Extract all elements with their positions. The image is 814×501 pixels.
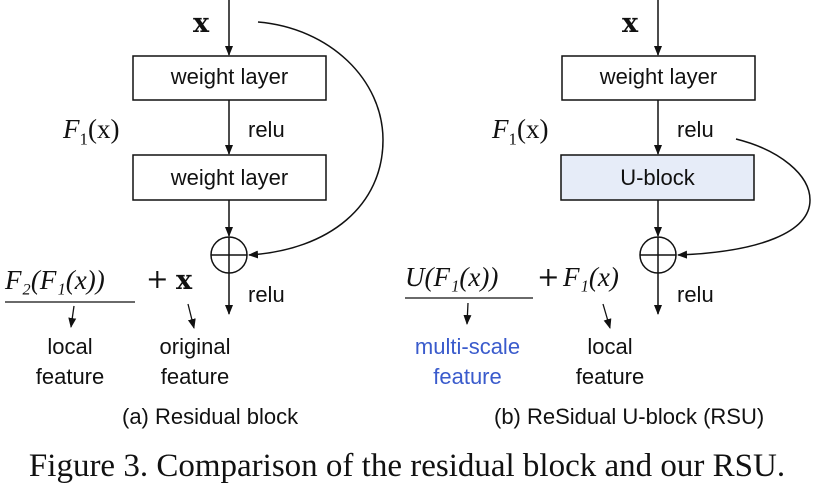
f1-label-a: F1(x) — [63, 114, 119, 149]
annot-line: feature — [160, 364, 230, 389]
figure-caption: Figure 3. Comparison of the residual blo… — [28, 448, 786, 484]
formula-rhs-a: x — [176, 265, 193, 296]
relu-label-b-out: relu — [677, 282, 714, 307]
annot-line: feature — [35, 364, 105, 389]
annot-line: multi-scale — [414, 334, 521, 359]
relu-label-b-mid: relu — [677, 117, 714, 142]
panel-a-lines — [5, 0, 384, 329]
skip-connection-b — [677, 138, 811, 259]
annotation-multiscale-feature-b: multi-scale feature — [400, 332, 535, 392]
annot-line: local — [587, 334, 633, 359]
weight-layer-label-a1: weight layer — [170, 64, 289, 89]
local-arrow-b — [602, 303, 612, 329]
annotation-local-feature-a: local feature — [20, 332, 120, 392]
input-label-b: x — [622, 8, 639, 39]
formula-lhs-a: F₂(F₁(x)) — [5, 265, 105, 295]
annot-line: feature — [433, 364, 502, 389]
u-block-label: U-block — [620, 165, 695, 190]
annot-line: original — [159, 334, 231, 359]
subcaption-a: (a) Residual block — [122, 404, 299, 429]
subcaption-b: (b) ReSidual U-block (RSU) — [494, 404, 765, 429]
f1-subscript: 1 — [508, 129, 518, 149]
weight-layer-label-b1: weight layer — [599, 64, 718, 89]
annotation-original-feature-a: original feature — [145, 332, 245, 392]
panel-b-lines — [405, 0, 811, 329]
annot-line: feature — [575, 364, 645, 389]
annotation-local-feature-b: local feature — [560, 332, 660, 392]
u-block-box — [560, 154, 755, 201]
formula-plus-a: + — [146, 264, 169, 295]
relu-label-a-mid: relu — [248, 117, 285, 142]
skip-connection-a — [248, 21, 384, 259]
f1-symbol: F — [492, 114, 509, 144]
local-arrow-a — [68, 305, 77, 328]
formula-plus-b: + — [537, 262, 560, 293]
f1-argument: (x) — [88, 114, 120, 144]
f1-argument: (x) — [517, 114, 549, 144]
f1-label-b: F1(x) — [492, 114, 548, 149]
formula-rhs-b: F₁(x) — [563, 262, 619, 292]
input-label-a: x — [193, 8, 210, 39]
multiscale-arrow-b — [463, 302, 472, 325]
f1-subscript: 1 — [79, 129, 89, 149]
relu-label-a-out: relu — [248, 282, 285, 307]
original-arrow-a — [187, 303, 196, 329]
weight-layer-label-a2: weight layer — [170, 165, 289, 190]
weight-layer-box-a2 — [132, 154, 327, 201]
annot-line: local — [47, 334, 93, 359]
formula-lhs-b: U(F₁(x)) — [405, 262, 499, 292]
weight-layer-box-b1 — [561, 55, 756, 101]
f1-symbol: F — [63, 114, 80, 144]
